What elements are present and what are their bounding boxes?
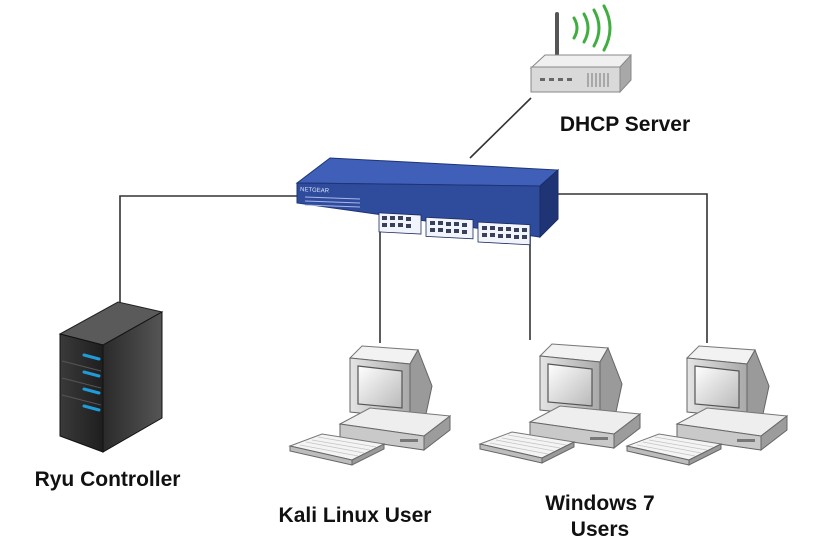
link-ryu-switch (119, 195, 298, 310)
network-links (119, 97, 708, 343)
desktop-computer-icon (626, 345, 788, 466)
desktop-computer-icon (289, 345, 451, 466)
link-dhcp-switch (469, 97, 532, 159)
windows-users-label-line1: Windows 7 (545, 492, 655, 515)
server-icon (58, 301, 164, 453)
windows-users-label: Windows 7 Users (515, 491, 685, 543)
link-win2-switch (556, 193, 708, 343)
switch-icon: NETGEAR (295, 157, 560, 246)
server-led (82, 353, 101, 412)
switch-brand: NETGEAR (300, 187, 330, 195)
windows-users-label-line2: Users (570, 518, 630, 541)
dhcp-server-label: DHCP Server (559, 113, 691, 136)
ryu-controller-label: Ryu Controller (34, 468, 181, 491)
kali-linux-user-label: Kali Linux User (278, 504, 432, 527)
desktop-computer-icon (479, 343, 641, 464)
router-icon (529, 4, 632, 94)
